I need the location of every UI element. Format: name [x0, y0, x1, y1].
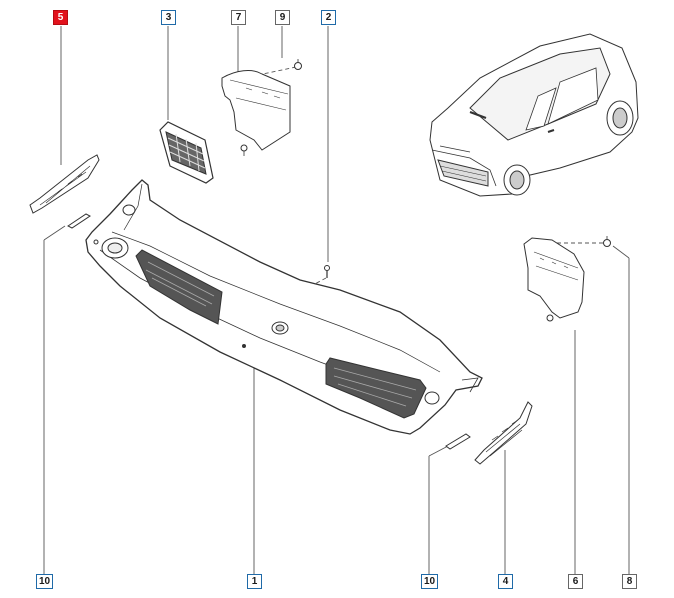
callout-part-10-right[interactable]: 10: [421, 574, 438, 589]
clip-8: [603, 236, 611, 247]
callout-part-5[interactable]: 5: [53, 10, 68, 25]
left-side-trim: [29, 154, 100, 214]
callout-part-3[interactable]: 3: [161, 10, 176, 25]
callout-part-7[interactable]: 7: [231, 10, 246, 25]
screw-2: [324, 265, 330, 278]
callout-part-2[interactable]: 2: [321, 10, 336, 25]
callout-part-8[interactable]: 8: [622, 574, 637, 589]
left-bracket: [221, 70, 291, 156]
callout-part-4[interactable]: 4: [498, 574, 513, 589]
callout-part-10-left[interactable]: 10: [36, 574, 53, 589]
seal-strip-left: [67, 213, 91, 229]
callout-part-9[interactable]: 9: [275, 10, 290, 25]
right-side-trim: [474, 401, 533, 465]
clip-9: [294, 59, 302, 70]
cowl-panel: [85, 179, 483, 435]
seal-strip-right: [445, 433, 471, 450]
callout-part-6[interactable]: 6: [568, 574, 583, 589]
leader-lines: [43, 26, 630, 574]
grille: [159, 121, 214, 184]
callout-part-1[interactable]: 1: [247, 574, 262, 589]
car-illustration: [429, 33, 639, 197]
right-bracket: [523, 237, 585, 322]
